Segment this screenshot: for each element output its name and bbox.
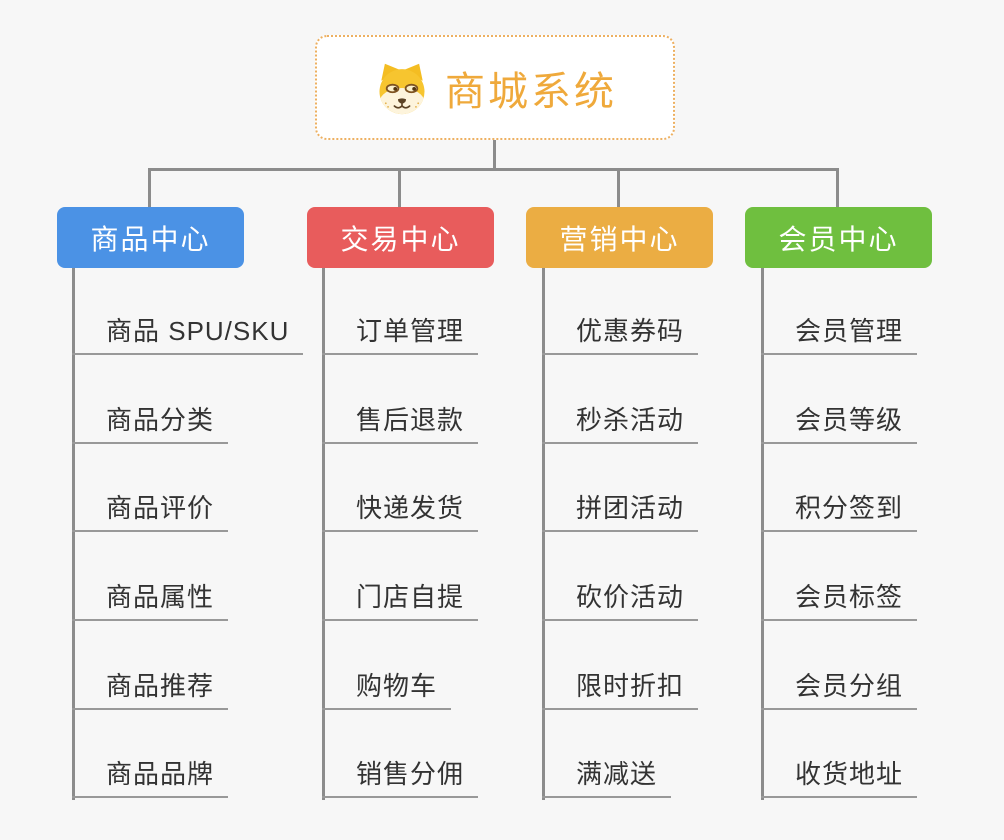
connector-column-line <box>322 268 325 800</box>
mindmap-leaf[interactable]: 会员等级 <box>761 402 918 444</box>
mindmap-leaf[interactable]: 商品分类 <box>72 402 229 444</box>
mindmap-leaf[interactable]: 订单管理 <box>322 313 479 355</box>
mindmap-leaf[interactable]: 收货地址 <box>761 756 918 798</box>
connector-bus-line <box>148 168 839 171</box>
connector-branch-stub <box>617 168 620 209</box>
mindmap-leaf[interactable]: 销售分佣 <box>322 756 479 798</box>
mindmap-leaf[interactable]: 限时折扣 <box>542 668 699 710</box>
root-title: 商城系统 <box>445 69 617 114</box>
mindmap-leaf[interactable]: 购物车 <box>322 668 452 710</box>
mindmap-leaf[interactable]: 会员标签 <box>761 579 918 621</box>
branch-node-member-center[interactable]: 会员中心 <box>745 207 932 268</box>
mindmap-leaf[interactable]: 会员管理 <box>761 313 918 355</box>
mindmap-leaf[interactable]: 商品推荐 <box>72 668 229 710</box>
mindmap-leaf[interactable]: 积分签到 <box>761 490 918 532</box>
connector-branch-stub <box>398 168 401 209</box>
branch-label: 交易中心 <box>340 223 461 255</box>
mindmap-leaf[interactable]: 拼团活动 <box>542 490 699 532</box>
mindmap-leaf[interactable]: 优惠券码 <box>542 313 699 355</box>
mindmap-leaf[interactable]: 商品评价 <box>72 490 229 532</box>
mindmap-leaf[interactable]: 快递发货 <box>322 490 479 532</box>
branch-label: 商品中心 <box>90 223 211 255</box>
connector-column-line <box>761 268 764 800</box>
connector-column-line <box>72 268 75 800</box>
connector-root-stub <box>493 140 496 171</box>
mindmap-leaf[interactable]: 会员分组 <box>761 668 918 710</box>
mindmap-leaf[interactable]: 商品 SPU/SKU <box>72 313 304 355</box>
shiba-dog-icon <box>379 63 425 114</box>
branch-node-marketing-center[interactable]: 营销中心 <box>526 207 713 268</box>
branch-node-product-center[interactable]: 商品中心 <box>57 207 244 268</box>
connector-branch-stub <box>148 168 151 209</box>
connector-column-line <box>542 268 545 800</box>
mindmap-leaf[interactable]: 门店自提 <box>322 579 479 621</box>
branch-label: 营销中心 <box>559 223 680 255</box>
connector-branch-stub <box>836 168 839 209</box>
root-node[interactable]: 商城系统 <box>315 35 675 140</box>
mindmap-leaf[interactable]: 砍价活动 <box>542 579 699 621</box>
mindmap-leaf[interactable]: 商品属性 <box>72 579 229 621</box>
mindmap-leaf[interactable]: 满减送 <box>542 756 672 798</box>
branch-node-trade-center[interactable]: 交易中心 <box>307 207 494 268</box>
mindmap-leaf[interactable]: 商品品牌 <box>72 756 229 798</box>
branch-label: 会员中心 <box>778 223 899 255</box>
mindmap-leaf[interactable]: 售后退款 <box>322 402 479 444</box>
mindmap-leaf[interactable]: 秒杀活动 <box>542 402 699 444</box>
